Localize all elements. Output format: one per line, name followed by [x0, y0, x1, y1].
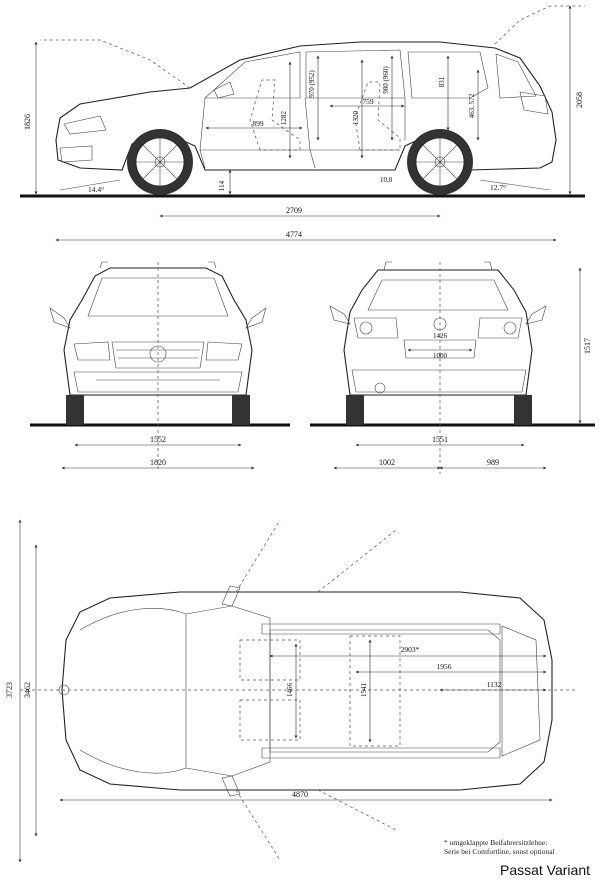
label-tailgate-height: 2058 [575, 92, 584, 108]
model-name: Passat Variant [499, 862, 590, 878]
label-rear-track: 1551 [432, 435, 448, 444]
label-sill-width: 1000 [433, 352, 448, 360]
side-headlight [63, 115, 107, 135]
label-front-headroom: 970 (952) [308, 70, 316, 98]
top-door-front-open-upper [235, 519, 281, 593]
front-tyre-right [232, 395, 250, 425]
top-door-front-open-lower [235, 789, 281, 861]
top-door-rear-open-upper [317, 529, 397, 593]
top-roof-rail-lower [261, 747, 501, 759]
approach-angle-line [59, 179, 121, 191]
label-load-height-rear: 463, 572 [468, 93, 476, 118]
side-rear-wheel [407, 129, 473, 195]
label-interior-width-front: 1466 [286, 683, 294, 698]
label-front-width: 1820 [150, 458, 166, 467]
rear-roof-rails [383, 261, 493, 271]
rear-lamp-left-icon [359, 321, 373, 335]
label-rear-gap: 10,8 [380, 176, 393, 184]
front-roof-rails [99, 261, 217, 269]
side-rear-quarter-window [495, 53, 537, 99]
rear-plate-area [403, 339, 477, 359]
side-taillight [519, 91, 549, 115]
side-door-lines [199, 97, 406, 169]
side-seat-front [249, 79, 301, 151]
footnote-line-2: Serie bei Comfortline, sonst optional [444, 847, 555, 856]
top-body-outline [61, 591, 553, 791]
label-interior-width-rear: 1541 [360, 683, 368, 698]
front-body-outline [63, 267, 253, 396]
label-rear-interior: 1320 [352, 111, 360, 126]
label-load-length: 1956 [437, 662, 452, 671]
label-departure-angle: 12.7° [490, 183, 506, 192]
rear-taillight-right [477, 317, 523, 339]
top-door-rear-open-lower [317, 789, 397, 831]
footnote-line-1: * umgeklappte Beifahrersitzlehne: [444, 838, 548, 847]
label-tailgate-width: 1426 [433, 332, 448, 340]
front-bumper [73, 371, 243, 393]
rear-tyre-left [346, 395, 364, 425]
label-ground-clearance: 114 [218, 180, 226, 191]
side-view: 1826 2058 14.4° 12.7° 114 2709 4774 10,8… [20, 5, 585, 242]
label-front-interior: 1282 [280, 111, 288, 126]
rear-view: 1426 1000 1551 1002 989 1517 [310, 261, 595, 474]
top-hood-lines [79, 608, 187, 774]
label-wheelbase: 2709 [286, 206, 302, 215]
label-front-legroom: 899 [252, 119, 264, 128]
label-rear-width-right: 989 [487, 458, 499, 467]
top-roof-rail-upper [261, 623, 501, 635]
side-front-grille [59, 145, 93, 163]
label-approach-angle: 14.4° [88, 185, 104, 194]
rear-lamp-right-icon [503, 321, 517, 335]
label-width-mirrors-open: 3723 [5, 682, 14, 698]
top-view: 3723 3462 4870 2903* 1956 1132 1466 1541 [5, 519, 575, 863]
departure-angle-line [479, 179, 551, 191]
label-load-length-folded: 2903* [401, 645, 420, 654]
rear-bumper [351, 369, 527, 393]
top-mirror-lower-icon [221, 775, 241, 797]
side-tailgate-open [494, 5, 585, 45]
label-load-height: 831 [438, 76, 446, 87]
front-windshield [87, 277, 229, 317]
front-tyre-left [66, 395, 84, 425]
label-top-length: 4870 [292, 790, 308, 799]
label-rear-headroom: 980 (960) [382, 66, 390, 94]
rear-exhaust-icon [374, 382, 386, 394]
label-front-track: 1552 [150, 435, 166, 444]
label-rear-legroom: 759 [362, 97, 374, 106]
side-front-wheel [127, 129, 193, 195]
rear-window [367, 279, 509, 311]
top-mirror-upper-icon [221, 585, 241, 607]
label-load-length-rear: 1132 [487, 680, 502, 689]
front-mirror-right-icon [245, 307, 267, 329]
top-rear-window [501, 625, 541, 757]
front-headlight-left [73, 341, 111, 361]
rear-mirror-left-icon [329, 305, 351, 325]
front-mirror-left-icon [49, 307, 71, 329]
rear-tyre-right [514, 395, 532, 425]
top-rear-bench [349, 635, 401, 747]
rear-mirror-right-icon [525, 305, 547, 325]
top-roof-panel [269, 629, 501, 753]
footnote: * umgeklappte Beifahrersitzlehne: Serie … [444, 838, 594, 856]
label-rear-width-left: 1002 [379, 458, 395, 467]
label-overall-height: 1826 [23, 114, 32, 130]
side-windows [204, 49, 489, 99]
side-mirror-icon [213, 81, 235, 99]
rear-taillight-left [353, 317, 399, 339]
side-seat-rear [354, 81, 401, 151]
side-hood-open [40, 39, 191, 89]
front-view: 1552 1820 [30, 261, 290, 470]
label-rear-height: 1517 [583, 338, 592, 354]
label-overall-length: 4774 [286, 230, 302, 239]
rear-body-outline [343, 269, 533, 396]
front-headlight-right [205, 341, 243, 361]
label-width-mirrors-folded: 3462 [23, 682, 32, 698]
top-windshield [185, 605, 271, 777]
